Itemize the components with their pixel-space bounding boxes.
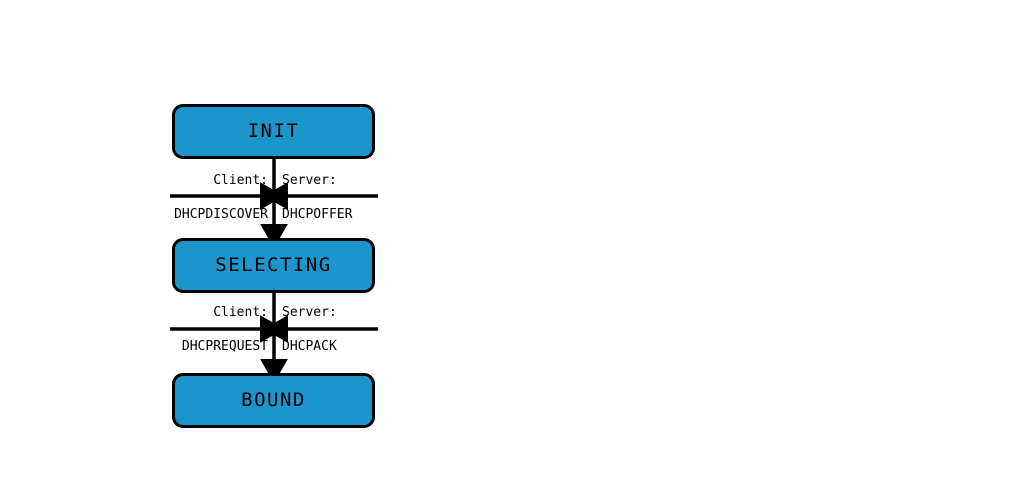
state-label-bound: BOUND — [241, 389, 306, 411]
transition-1-server-message-label: DHCPOFFER — [282, 207, 353, 222]
transition-1-client-message-label: DHCPDISCOVER — [174, 207, 268, 222]
state-label-init: INIT — [247, 120, 300, 142]
transition-2-server-role-label: Server: — [282, 305, 337, 320]
state-node-selecting[interactable]: SELECTING — [172, 238, 375, 293]
transition-1-client-role-label: Client: — [213, 173, 268, 188]
transition-2-client-message-label: DHCPREQUEST — [181, 339, 268, 354]
state-node-init[interactable]: INIT — [172, 104, 375, 159]
transition-1-server-role-label: Server: — [282, 173, 337, 188]
state-node-bound[interactable]: BOUND — [172, 373, 375, 428]
transition-2-client-role-label: Client: — [213, 305, 268, 320]
state-label-selecting: SELECTING — [215, 254, 332, 276]
transition-2-server-message-label: DHCPACK — [282, 339, 337, 354]
